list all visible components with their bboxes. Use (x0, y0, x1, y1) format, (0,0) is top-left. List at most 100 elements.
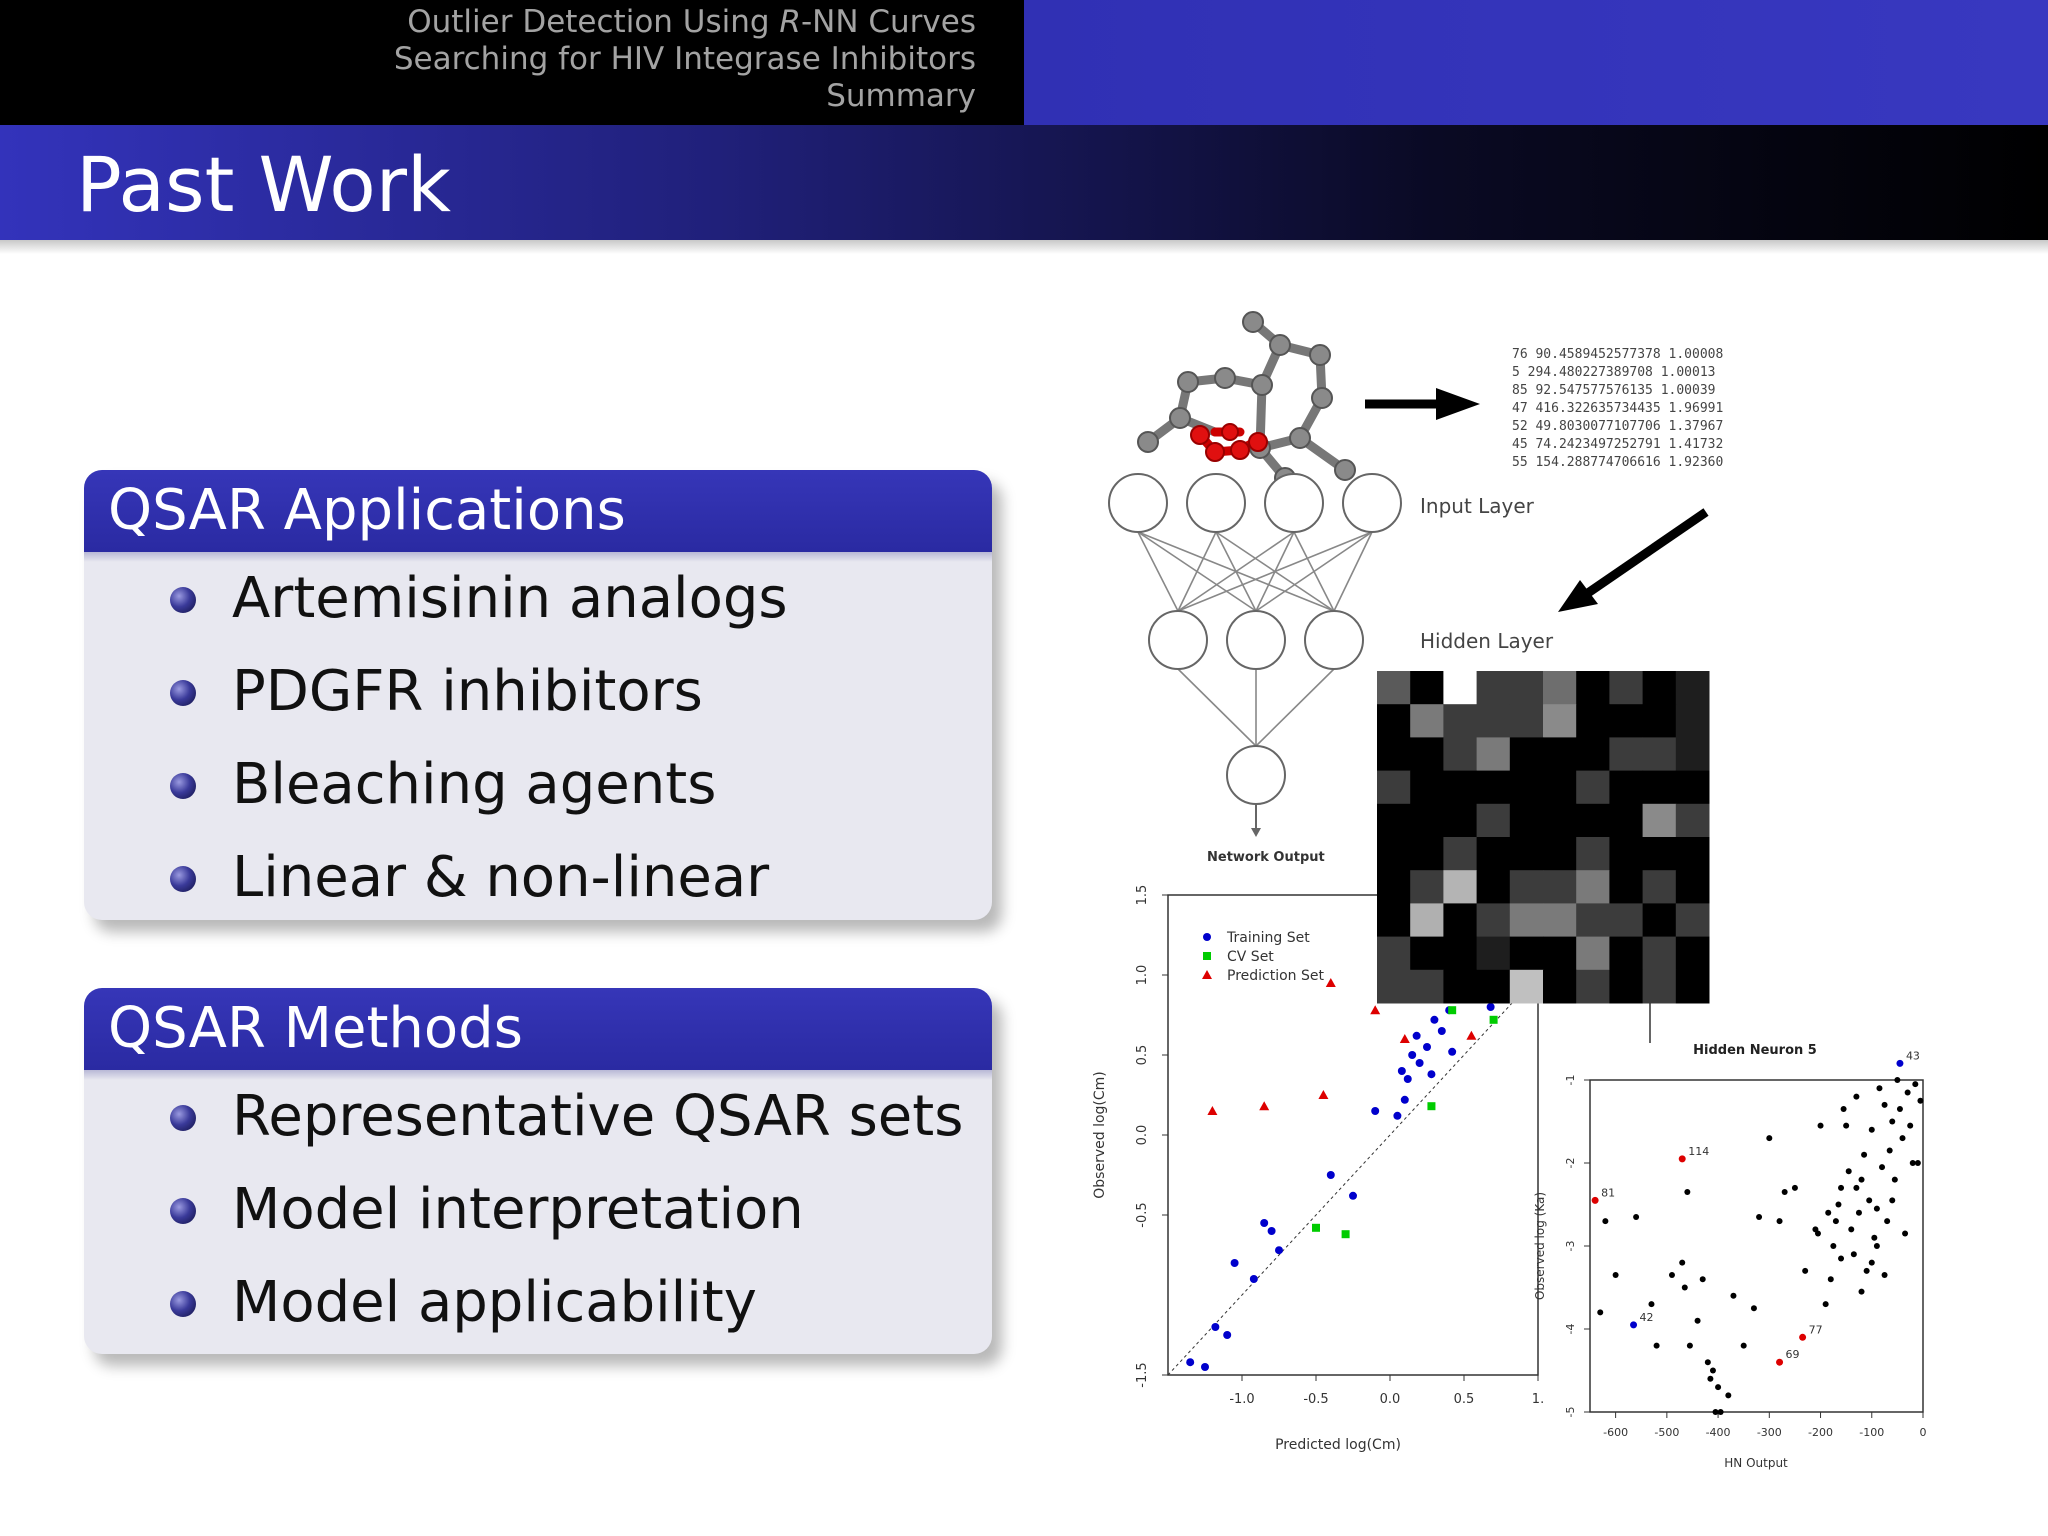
highlighted-point (1799, 1333, 1807, 1341)
chart-point (1694, 1317, 1701, 1324)
input-node (1186, 473, 1246, 533)
chart-point (1684, 1189, 1691, 1196)
heatmap-cell (1675, 803, 1710, 838)
x-tick-label: -1.0 (1229, 1392, 1254, 1407)
chart-point (1597, 1309, 1604, 1316)
input-node (1264, 473, 1324, 533)
nav-bar-accent (1024, 0, 2048, 125)
heatmap-cell (1443, 903, 1478, 938)
heatmap-cell (1675, 671, 1710, 705)
descriptor-table: 76 90.4589452577378 1.00008 5 294.480227… (1512, 347, 1723, 470)
chart-point (1861, 1151, 1868, 1158)
chart-point (1766, 1135, 1773, 1142)
y-tick-label: -5 (1564, 1407, 1577, 1418)
heatmap-cell (1609, 903, 1644, 938)
x-tick-label: 0 (1920, 1426, 1927, 1439)
heatmap-cell (1576, 704, 1610, 738)
bullet-icon (170, 587, 196, 613)
chart-point (1325, 978, 1336, 987)
nn-connection (1333, 531, 1373, 612)
qsar-methods-block: QSAR Methods Representative QSAR sets Mo… (84, 988, 992, 1354)
descriptor-line: 55 154.288774706616 1.92360 (1512, 455, 1723, 470)
chart-point (1840, 1106, 1847, 1113)
chart-point (1318, 1090, 1329, 1099)
chart-point (1876, 1085, 1883, 1092)
network-output-label: Network Output (1207, 850, 1325, 865)
heatmap-cell (1576, 737, 1610, 772)
chart-point (1415, 1059, 1424, 1067)
heatmap-cell (1377, 737, 1411, 772)
heatmap-cell (1377, 671, 1411, 705)
chart-point (1679, 1259, 1686, 1266)
heatmap-cell (1443, 969, 1478, 1004)
chart-point (1648, 1301, 1655, 1308)
chart-point (1817, 1122, 1824, 1129)
chart-point (1707, 1375, 1714, 1382)
heatmap-cell (1377, 837, 1411, 871)
y-axis-label: Observed log (Ka) (1533, 1192, 1547, 1300)
chart-point (1709, 1367, 1716, 1374)
heatmap-cell (1675, 936, 1710, 971)
nn-connection (1293, 531, 1335, 612)
chart-point (1448, 1047, 1457, 1056)
y-tick-label: -2 (1564, 1158, 1577, 1169)
chart-point (1850, 1251, 1857, 1258)
heatmap-cell (1509, 803, 1544, 838)
heatmap-cell (1509, 770, 1544, 805)
heatmap-cell (1543, 903, 1577, 938)
chart-point (1408, 1051, 1417, 1059)
chart-frame (1167, 894, 1539, 1376)
chart-point (1902, 1230, 1909, 1237)
nav-bar (0, 0, 1024, 125)
heatmap-cell (1642, 671, 1677, 705)
chart-point (1445, 1006, 1454, 1015)
heatmap-cell (1543, 737, 1577, 772)
chart-point (1725, 1392, 1732, 1399)
chart-point (1260, 1219, 1269, 1227)
chart-point (1881, 1101, 1888, 1108)
chart-point (1802, 1267, 1809, 1274)
chart-point (1899, 1135, 1906, 1142)
heatmap-cell (1476, 837, 1511, 871)
point-label: 81 (1601, 1186, 1615, 1199)
chart-point (1853, 1184, 1860, 1191)
bullet-icon (170, 1105, 196, 1131)
chart-point (1873, 1243, 1880, 1249)
chart-point (1481, 986, 1492, 995)
heatmap-cell (1410, 770, 1444, 805)
chart-point (1712, 1409, 1719, 1415)
heatmap-cell (1675, 903, 1710, 938)
y-axis-label: Observed log(Cm) (1092, 1071, 1108, 1198)
heatmap-cell (1509, 969, 1544, 1004)
nav-item-hiv-integrase[interactable]: Searching for HIV Integrase Inhibitors (393, 41, 976, 77)
chart-point (1827, 1276, 1834, 1283)
nav-item-outlier-detection[interactable]: Outlier Detection Using R-NN Curves (407, 4, 976, 40)
legend-prediction: Prediction Set (1227, 968, 1324, 984)
heatmap-cell (1476, 704, 1511, 738)
heatmap-cell (1410, 870, 1444, 904)
chart-point (1415, 979, 1424, 987)
list-item: Linear & non-linear methods (84, 831, 992, 920)
chart-point (1602, 1218, 1609, 1225)
chart-point (1668, 1272, 1675, 1279)
chart-point (1891, 1176, 1898, 1183)
chart-point (1489, 1015, 1498, 1024)
descriptor-line: 85 92.547577576135 1.00039 (1512, 383, 1716, 398)
heatmap-cell (1476, 671, 1511, 705)
input-layer-label: Input Layer (1420, 494, 1535, 518)
nav-item-summary[interactable]: Summary (826, 78, 976, 114)
chart-point (1917, 1097, 1924, 1104)
page-title: Past Work (76, 140, 451, 229)
heatmap-cell (1609, 737, 1644, 772)
heatmap-cell (1443, 803, 1478, 838)
chart-point (1848, 1226, 1855, 1233)
heatmap-cell (1410, 704, 1444, 738)
chart-point (1894, 1077, 1901, 1083)
chart-point (1832, 1218, 1839, 1225)
chart-point (1267, 1227, 1276, 1235)
chart-point (1207, 1106, 1218, 1115)
block-heading: QSAR Applications (84, 470, 992, 562)
x-tick-label: 0.5 (1454, 1392, 1475, 1407)
chart-point (1400, 1095, 1409, 1104)
nn-connection (1137, 531, 1335, 612)
